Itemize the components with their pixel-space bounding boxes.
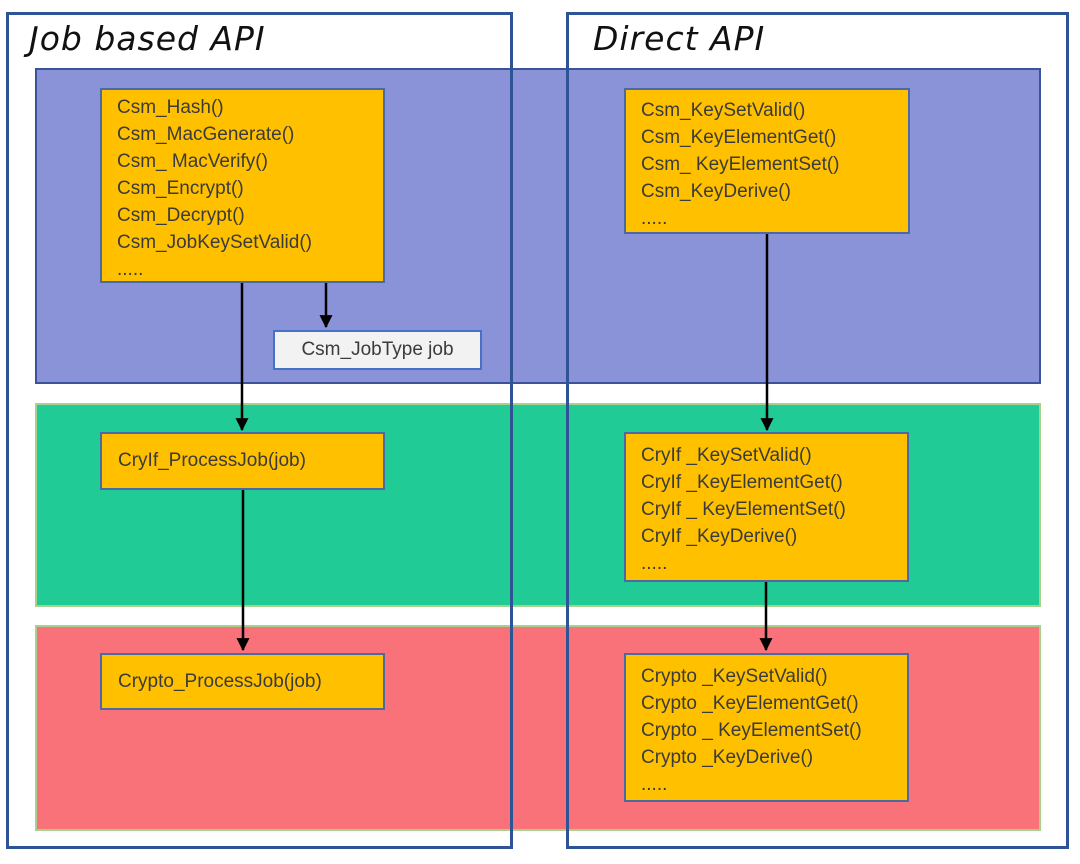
function-line: Csm_MacGenerate() bbox=[117, 124, 295, 145]
cryif-key-api-box: CryIf _KeySetValid() CryIf _KeyElementGet… bbox=[624, 432, 909, 582]
function-line: Csm_KeySetValid() bbox=[641, 100, 806, 121]
function-line: CryIf _ KeyElementSet() bbox=[641, 499, 846, 520]
function-line: Crypto _KeySetValid() bbox=[641, 666, 828, 687]
function-line: CryIf _KeyElementGet() bbox=[641, 472, 843, 493]
function-line: Crypto _ KeyElementSet() bbox=[641, 720, 862, 741]
function-line: Crypto _KeyDerive() bbox=[641, 747, 814, 768]
function-line: Csm_Hash() bbox=[117, 97, 224, 118]
function-line: Csm_KeyElementGet() bbox=[641, 127, 837, 148]
function-line: Csm_JobKeySetValid() bbox=[117, 232, 313, 253]
function-line: ..... bbox=[117, 259, 144, 280]
direct-api-panel: Direct API bbox=[566, 12, 1069, 849]
function-line: ..... bbox=[641, 553, 668, 574]
direct-api-title: Direct API bbox=[593, 19, 766, 58]
function-line: ..... bbox=[641, 208, 668, 229]
function-line: Csm_Decrypt() bbox=[117, 205, 245, 226]
function-line: CryIf _KeyDerive() bbox=[641, 526, 798, 547]
function-line: Csm_ KeyElementSet() bbox=[641, 154, 840, 175]
csm-job-api-box: Csm_Hash() Csm_MacGenerate() Csm_ MacVerif… bbox=[100, 88, 385, 283]
job-based-api-title: Job based API bbox=[29, 19, 266, 58]
csm-key-api-box: Csm_KeySetValid() Csm_KeyElementGet() Csm_… bbox=[624, 88, 910, 234]
function-line: CryIf _KeySetValid() bbox=[641, 445, 812, 466]
job-based-api-panel: Job based API bbox=[6, 12, 513, 849]
function-line: Csm_Encrypt() bbox=[117, 178, 244, 199]
function-line: Csm_KeyDerive() bbox=[641, 181, 791, 202]
function-line: Csm_ MacVerify() bbox=[117, 151, 268, 172]
cryif-processjob-box: CryIf_ProcessJob(job) bbox=[100, 432, 385, 490]
crypto-processjob-box: Crypto_ProcessJob(job) bbox=[100, 653, 385, 710]
crypto-key-api-box: Crypto _KeySetValid() Crypto _KeyElementG… bbox=[624, 653, 909, 802]
function-line: Crypto _KeyElementGet() bbox=[641, 693, 859, 714]
csm-jobtype-box: Csm_JobType job bbox=[273, 330, 482, 370]
function-line: ..... bbox=[641, 774, 668, 795]
